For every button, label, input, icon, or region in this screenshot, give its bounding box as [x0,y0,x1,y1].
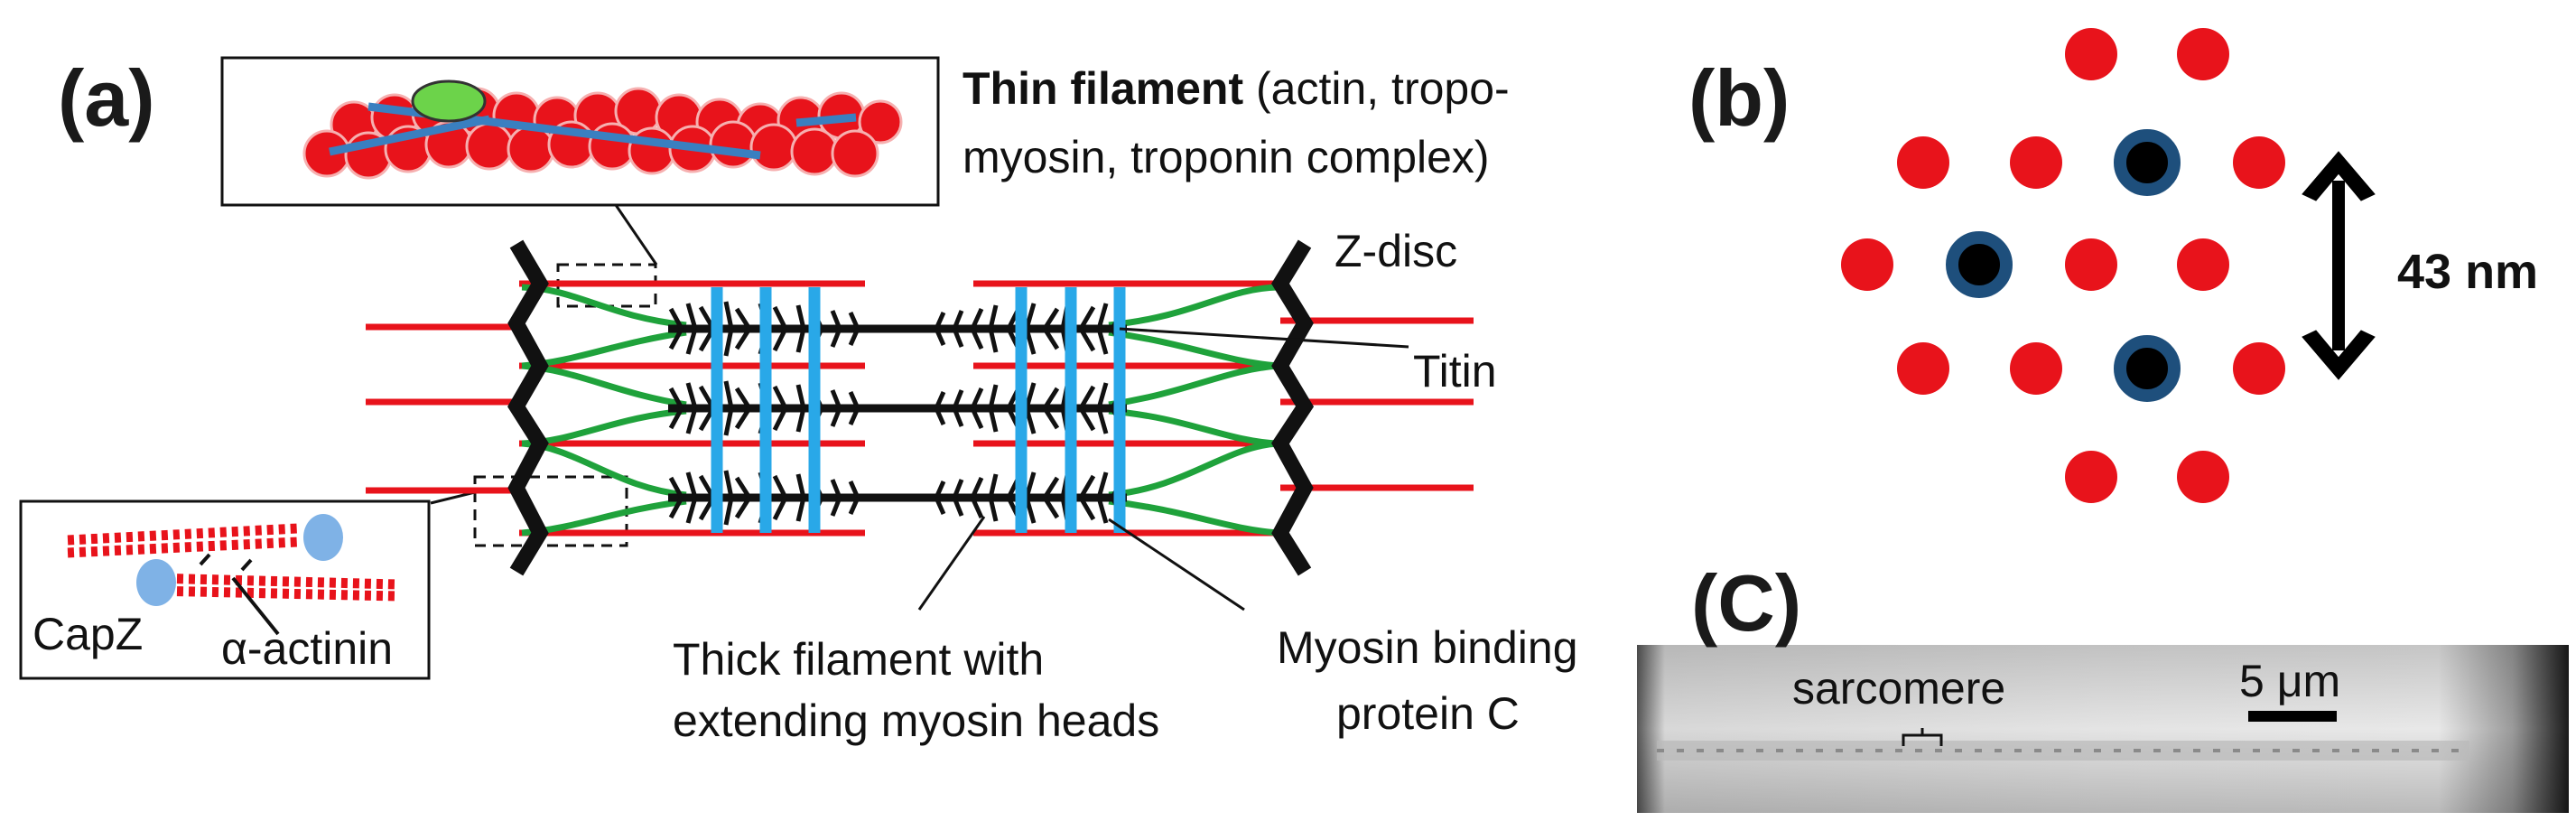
z-discs [507,239,1315,576]
micrograph-shading [1637,645,2569,813]
scale-bar [2248,711,2337,722]
thick-filaments [668,324,1127,502]
thick-filament-label-line1-text: Thick filament with [673,634,1045,685]
thin-filament-label-line2: myosin, troponin complex) [963,132,1490,182]
thick-filament-label-line1: Thick filament with [673,632,1044,686]
myosin-heads [668,301,1126,526]
thin-filament-label: Thin filament (actin, tropo- [963,61,1510,116]
alpha-actinin-label: α-actinin [221,623,394,674]
actin-strands-inset [67,523,398,602]
capz-label: CapZ [33,609,144,659]
titin-leader [1119,327,1409,349]
mybpc-label-line1: Myosin binding [1277,622,1578,673]
titin-label: Titin [1413,346,1497,397]
thick-filament-leader [917,516,986,611]
panel-label-a: (a) [58,53,155,143]
troponin-complex [411,79,487,123]
capz-protein-left [136,559,176,606]
panel-label-b: (b) [1688,53,1790,143]
mybpc-label-line2: protein C [1336,688,1520,739]
thin-filament-leader [614,204,658,266]
myofibril-band [1657,741,2469,761]
sarcomere-label: sarcomere [1792,663,2006,714]
capz-protein-right [303,514,343,561]
thick-filament-label-line2: extending myosin heads [673,695,1160,746]
alpha-actinin-leader [430,490,476,505]
thick-filament-dots [1946,129,2181,402]
mybpc-leader [1108,518,1245,611]
thin-filament-label-bold: Thin filament [963,63,1244,114]
alpha-actinin-crosslinks [199,553,280,636]
thin-filament-label-rest: (actin, tropo- [1243,63,1510,114]
panel-label-c: (C) [1691,558,1802,648]
thin-filament-inset [220,56,940,207]
distance-arrow [2302,151,2376,380]
scale-bar-label: 5 μm [2239,656,2341,706]
myofilament-lattice [1841,28,2376,503]
distance-label: 43 nm [2397,245,2539,299]
myosin-binding-protein-c [711,287,1126,533]
tropomyosin-strand-3 [795,113,857,127]
thin-filament-dots [1841,28,2285,503]
sarcomere-bracket [1902,728,1943,746]
z-disc-label: Z-disc [1334,226,1458,276]
capz-actinin-inset [19,499,431,680]
tropomyosin-strand-2 [329,115,490,156]
micrograph [1637,645,2569,813]
